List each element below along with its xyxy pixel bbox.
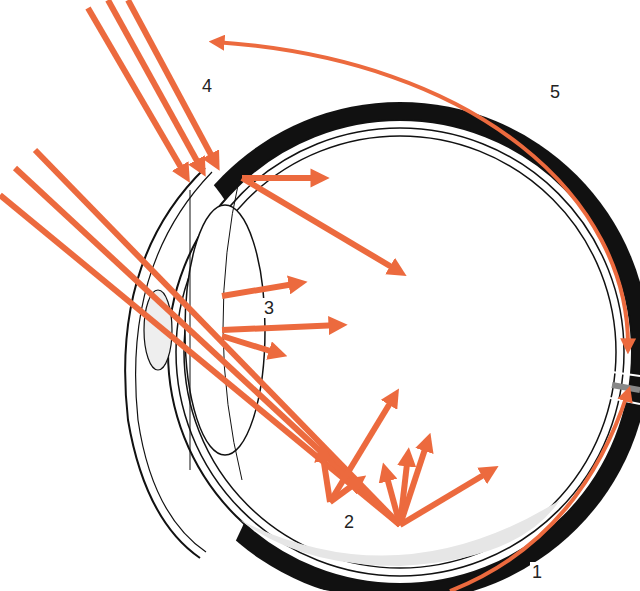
callout-number: 4 <box>200 76 214 96</box>
callout-number: 2 <box>342 512 356 532</box>
callout-number: 3 <box>262 298 276 318</box>
callout-number: 1 <box>530 562 544 582</box>
callout-number: 5 <box>548 82 562 102</box>
